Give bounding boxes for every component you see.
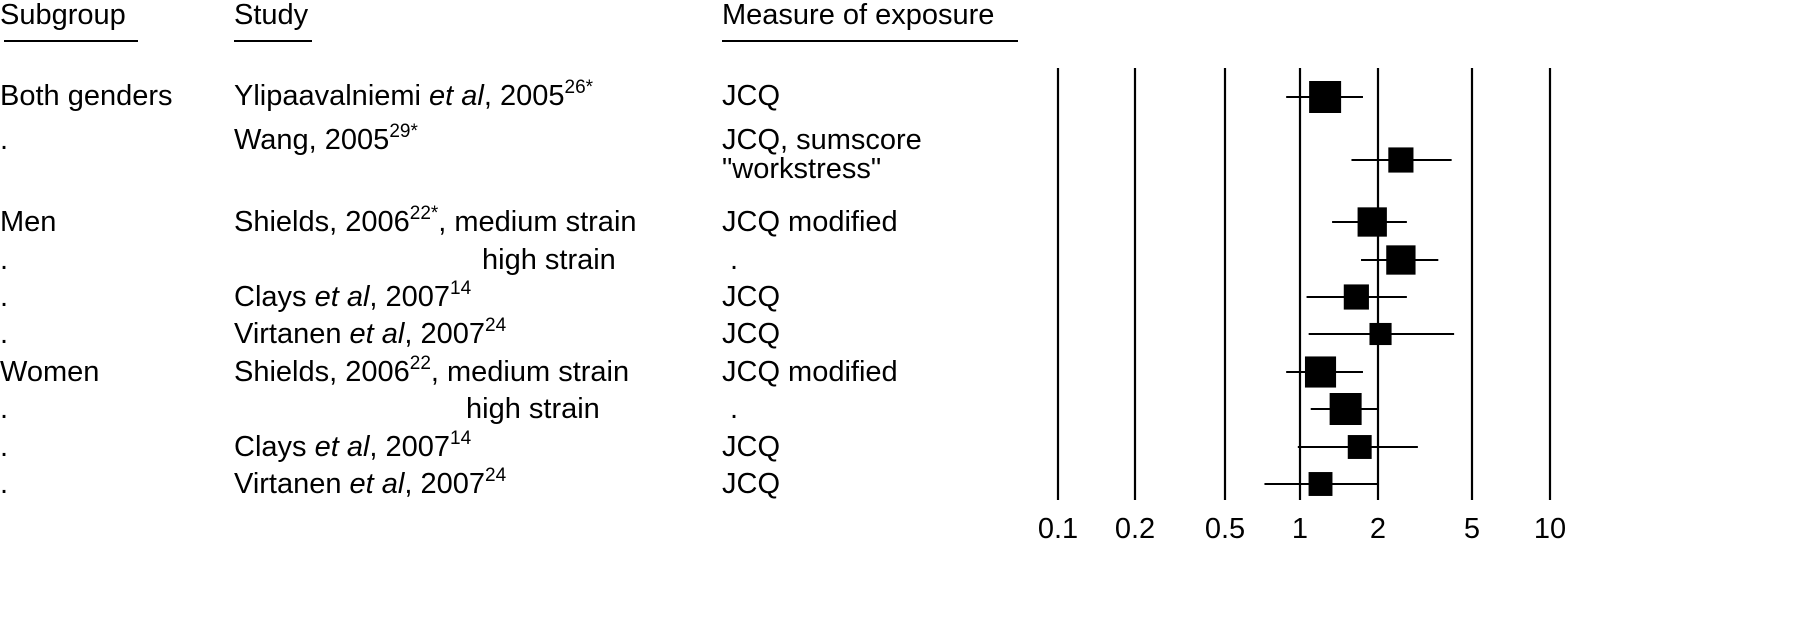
study-sup: 14: [450, 278, 472, 299]
header-subgroup: Subgroup: [0, 0, 126, 31]
x-tick-label: 0.2: [1115, 513, 1155, 545]
estimate-marker: [1357, 207, 1387, 237]
study-study-pre: Clays: [234, 431, 315, 463]
estimate-marker: [1309, 81, 1342, 113]
study-cell: Ylipaavalniemi et al, 200526*: [234, 77, 594, 117]
subgroup-cell: .: [0, 244, 9, 276]
study-study-tail: , medium strain: [430, 356, 630, 388]
study-study-post: , 2007: [404, 468, 486, 500]
subgroup-cell: .: [0, 281, 9, 313]
study-cell: Virtanen et al, 200724: [234, 315, 507, 355]
measure-cell: JCQ modified: [722, 206, 898, 238]
header-subgroup-rule: [4, 40, 138, 42]
study-study-it: et al: [429, 80, 484, 112]
measure-cell: JCQ: [722, 318, 780, 350]
study-study-it: et al: [349, 318, 405, 350]
x-tick-label: 1: [1292, 513, 1308, 545]
measure-cell: JCQ, sumscore: [722, 124, 922, 156]
measure-cell-line2: "workstress": [722, 153, 882, 185]
estimate-marker: [1329, 393, 1362, 425]
estimate-marker: [1304, 356, 1337, 388]
header-study-rule: [234, 40, 312, 42]
study-study-pre: Virtanen: [234, 468, 350, 500]
estimate-marker: [1343, 284, 1369, 310]
study-sup: 14: [450, 428, 472, 449]
measure-cell: JCQ modified: [722, 356, 898, 388]
study-sup: 22*: [409, 203, 439, 224]
study-sup: 22: [409, 353, 431, 374]
study-study-pre: Clays: [234, 281, 315, 313]
measure-cell: .: [730, 244, 739, 276]
study-study-pre: Virtanen: [234, 318, 350, 350]
study-sup: 29*: [389, 121, 418, 142]
study-sup: 24: [485, 315, 507, 336]
x-tick-label: 5: [1464, 513, 1480, 545]
measure-cell: JCQ: [722, 468, 780, 500]
study-cell: Wang, 200529*: [234, 121, 418, 161]
study-study-pre: Shields, 2006: [234, 356, 410, 388]
estimate-marker: [1388, 147, 1414, 173]
x-tick-label: 2: [1370, 513, 1386, 545]
study-sup: 24: [485, 465, 507, 486]
estimate-marker: [1347, 435, 1372, 459]
study-sup: 26*: [564, 77, 594, 98]
study-study-pre: Shields, 2006: [234, 206, 410, 238]
header-study: Study: [234, 0, 309, 31]
study-study-it: et al: [314, 431, 370, 463]
estimate-marker: [1386, 245, 1416, 275]
subgroup-cell: .: [0, 468, 9, 500]
study-study-post: , 2005: [483, 80, 565, 112]
x-tick-label: 10: [1534, 513, 1566, 545]
estimate-marker: [1369, 322, 1392, 346]
header-measure: Measure of exposure: [722, 0, 995, 31]
measure-cell: JCQ: [722, 281, 780, 313]
study-study-it: et al: [314, 281, 370, 313]
measure-cell: .: [730, 393, 739, 425]
header-measure-rule: [722, 40, 1018, 42]
subgroup-cell: .: [0, 318, 9, 350]
study-study-post: , 2007: [369, 281, 451, 313]
study-study-pre: high strain: [482, 244, 616, 276]
subgroup-cell: Both genders: [0, 80, 173, 112]
study-study-pre: Wang, 2005: [234, 124, 390, 156]
study-study-it: et al: [349, 468, 405, 500]
study-cell: high strain: [482, 243, 616, 277]
study-study-pre: Ylipaavalniemi: [234, 80, 430, 112]
measure-cell: JCQ: [722, 431, 780, 463]
study-cell: Clays et al, 200714: [234, 428, 472, 468]
study-cell: Shields, 200622*, medium strain: [234, 203, 637, 243]
study-study-post: , 2007: [404, 318, 486, 350]
study-cell: high strain: [466, 392, 600, 426]
study-study-post: , 2007: [369, 431, 451, 463]
measure-cell: JCQ: [722, 80, 780, 112]
study-cell: Clays et al, 200714: [234, 278, 472, 318]
subgroup-cell: .: [0, 124, 9, 156]
subgroup-cell: Women: [0, 356, 100, 388]
x-tick-label: 0.1: [1038, 513, 1078, 545]
study-study-pre: high strain: [466, 393, 600, 425]
subgroup-cell: Men: [0, 206, 57, 238]
study-study-tail: , medium strain: [438, 206, 637, 238]
study-cell: Virtanen et al, 200724: [234, 465, 507, 505]
subgroup-cell: .: [0, 393, 9, 425]
subgroup-cell: .: [0, 431, 9, 463]
estimate-marker: [1308, 472, 1333, 496]
x-tick-label: 0.5: [1205, 513, 1245, 545]
study-cell: Shields, 200622, medium strain: [234, 353, 630, 393]
